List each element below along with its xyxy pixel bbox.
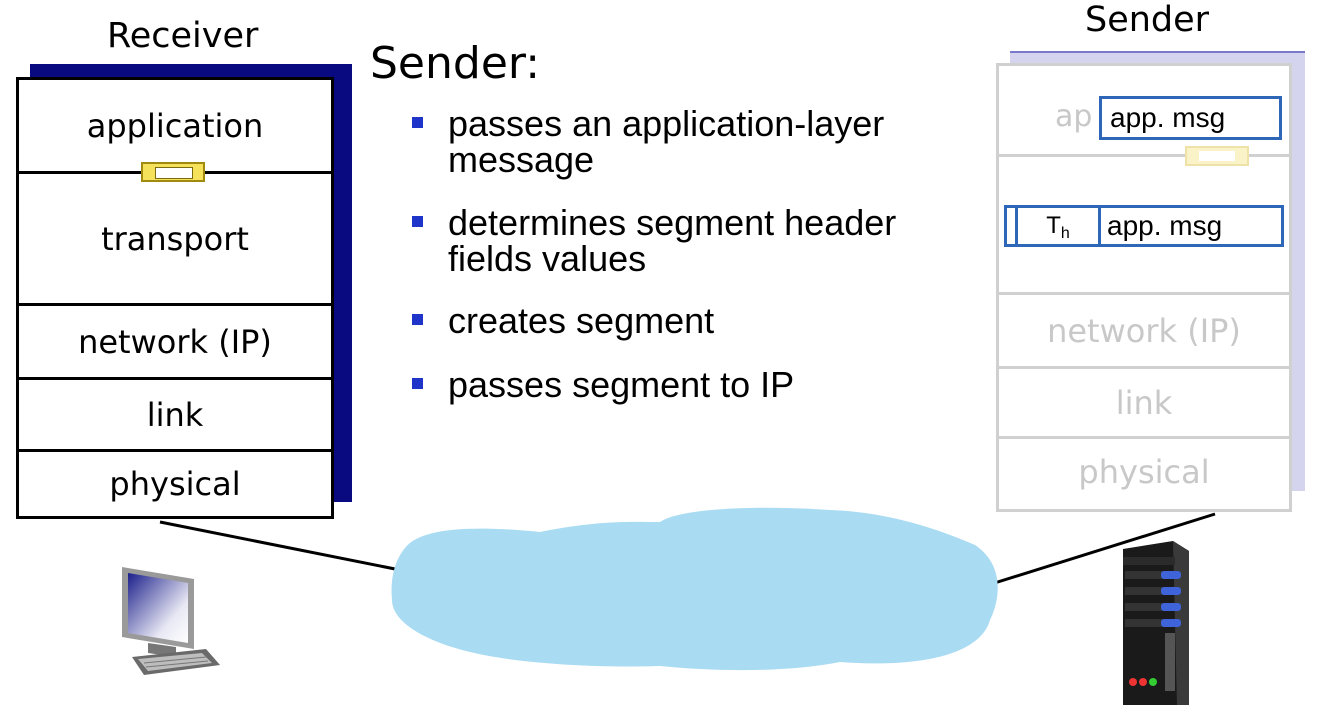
transport-network-divider: [19, 303, 331, 306]
receiver-layer-transport: transport: [101, 220, 249, 258]
app-message-box: app. msg: [1099, 96, 1282, 140]
link-physical-divider: [19, 449, 331, 452]
receiver-link-line: [159, 520, 441, 580]
socket-icon: [1185, 146, 1249, 166]
receiver-layer-link: link: [146, 396, 204, 434]
bullet-square-icon: [412, 378, 423, 389]
bullet-square-icon: [412, 216, 423, 227]
bullet-square-icon: [412, 117, 423, 128]
bullet-item: determines segment header fields values: [412, 205, 972, 277]
sender-title: Sender: [1085, 0, 1210, 40]
segment-payload: app. msg: [1107, 208, 1222, 244]
link-physical-divider: [999, 436, 1289, 439]
desktop-computer-icon: [122, 567, 220, 675]
bullet-item: creates segment: [412, 303, 972, 339]
bullet-item: passes segment to IP: [412, 367, 972, 403]
network-link-divider: [999, 366, 1289, 369]
bullet-square-icon: [412, 314, 423, 325]
description-bullet-list: passes an application-layer message dete…: [412, 106, 972, 431]
sender-layer-physical: physical: [1078, 453, 1210, 491]
description-heading: Sender:: [370, 38, 541, 89]
receiver-layer-physical: physical: [109, 465, 241, 503]
segment-payload-label: app. msg: [1107, 210, 1223, 241]
sender-app-layer-label: ap: [1055, 99, 1093, 134]
network-link-divider: [19, 377, 331, 380]
server-icon: [1123, 541, 1189, 705]
network-cloud-icon: [391, 507, 998, 671]
sender-layer-link: link: [1115, 383, 1173, 422]
sender-link-line: [984, 512, 1216, 588]
socket-icon: [141, 162, 205, 182]
app-message-label: app. msg: [1110, 102, 1226, 133]
segment-header-divider: [1098, 208, 1101, 244]
segment-header-subscript: h: [1060, 225, 1070, 242]
app-transport-divider: [999, 154, 1289, 157]
receiver-layer-network: network (IP): [78, 323, 272, 361]
segment-header-left-edge: [1015, 208, 1018, 244]
sender-layer-network: network (IP): [1047, 311, 1241, 350]
receiver-protocol-stack: application transport network (IP) link …: [16, 77, 334, 519]
receiver-layer-application: application: [86, 107, 264, 145]
segment-header-label: T: [1046, 212, 1061, 239]
bullet-item: passes an application-layer message: [412, 106, 972, 178]
receiver-title: Receiver: [107, 16, 259, 56]
transport-network-divider: [999, 292, 1289, 295]
